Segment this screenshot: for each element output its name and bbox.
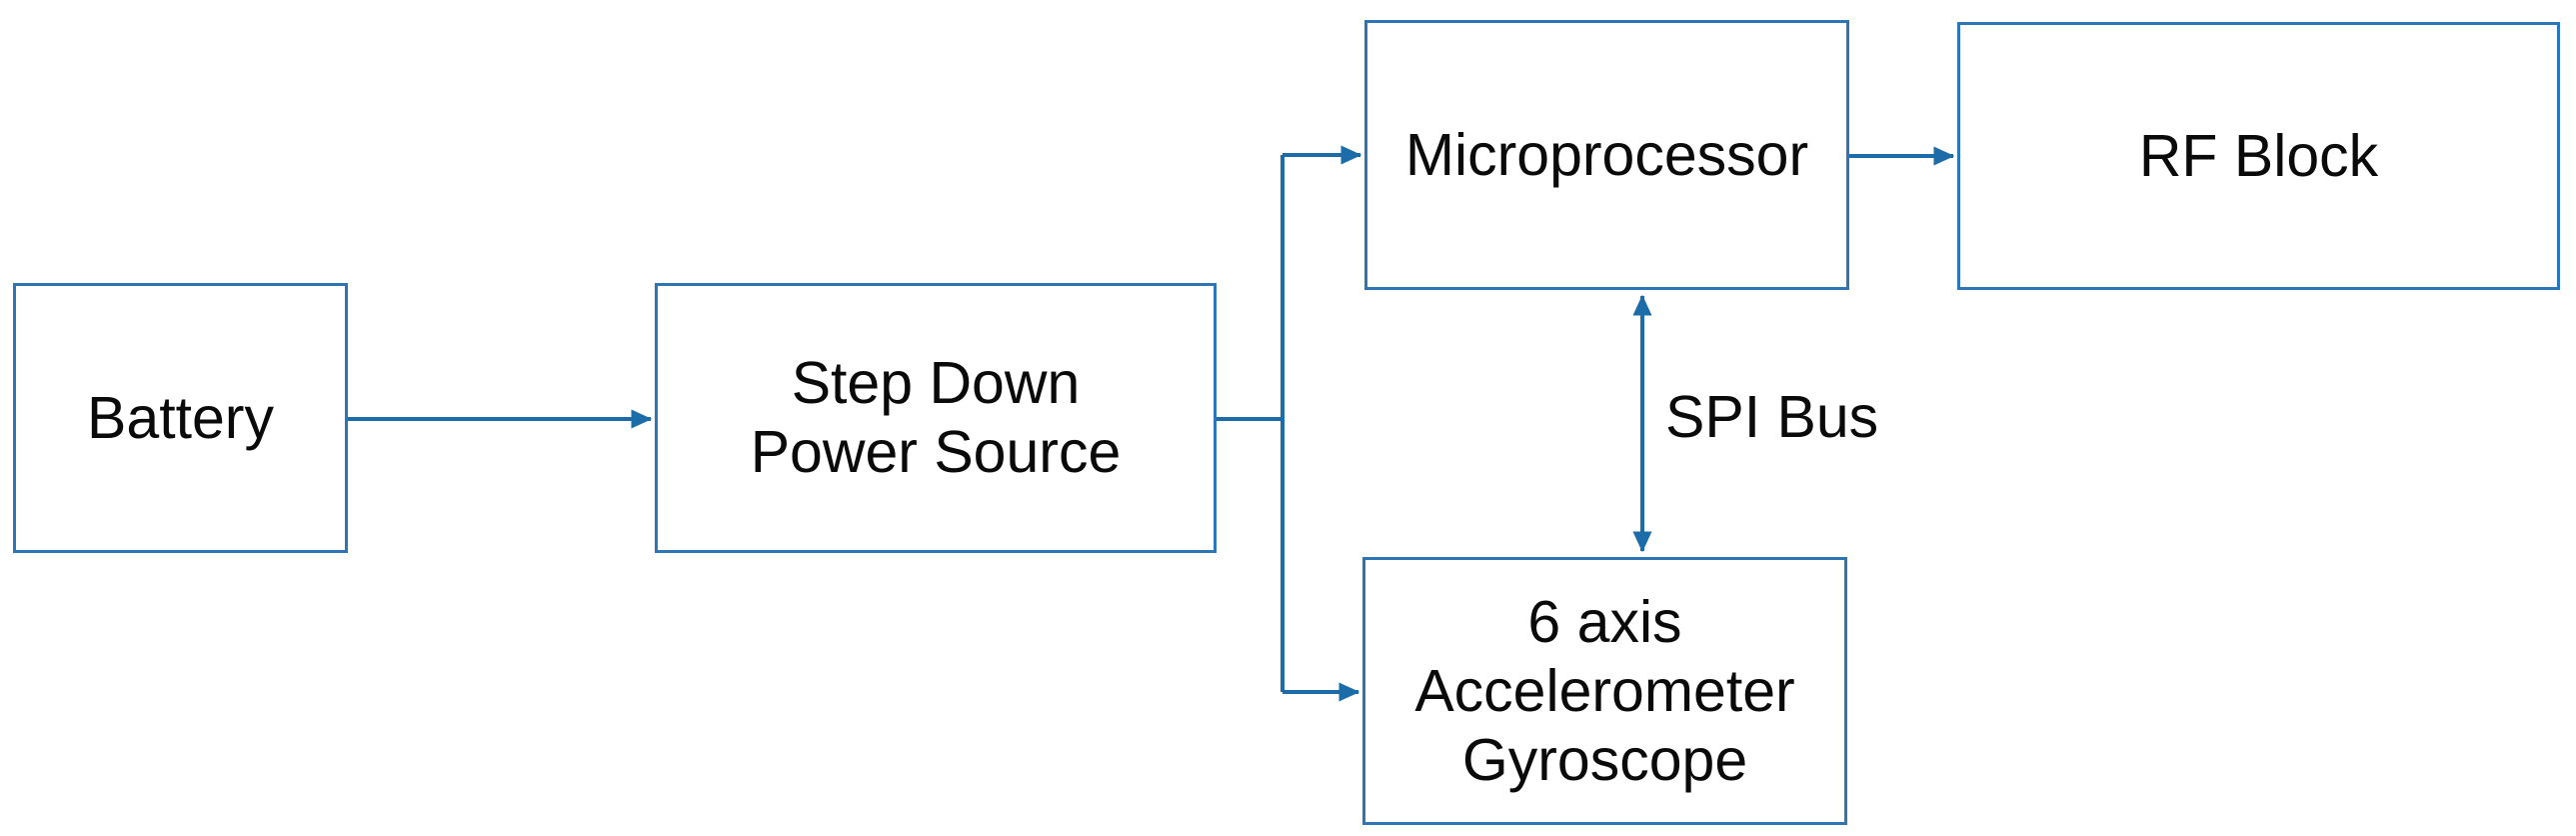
block-step-down-power-source-label: Step Down Power Source — [750, 350, 1122, 485]
block-rf-block[interactable]: RF Block — [1957, 22, 2560, 290]
spi-bus-label: SPI Bus — [1665, 384, 1879, 450]
block-battery[interactable]: Battery — [13, 283, 348, 553]
block-microprocessor[interactable]: Microprocessor — [1364, 20, 1849, 290]
block-accelerometer-gyroscope-label: 6 axis Accelerometer Gyroscope — [1414, 588, 1795, 793]
block-battery-label: Battery — [87, 384, 274, 451]
block-rf-block-label: RF Block — [2138, 122, 2379, 189]
block-step-down-power-source[interactable]: Step Down Power Source — [655, 283, 1217, 553]
block-accelerometer-gyroscope[interactable]: 6 axis Accelerometer Gyroscope — [1362, 557, 1847, 825]
block-microprocessor-label: Microprocessor — [1404, 121, 1809, 188]
connector-power-branch-trunk — [1217, 155, 1285, 692]
